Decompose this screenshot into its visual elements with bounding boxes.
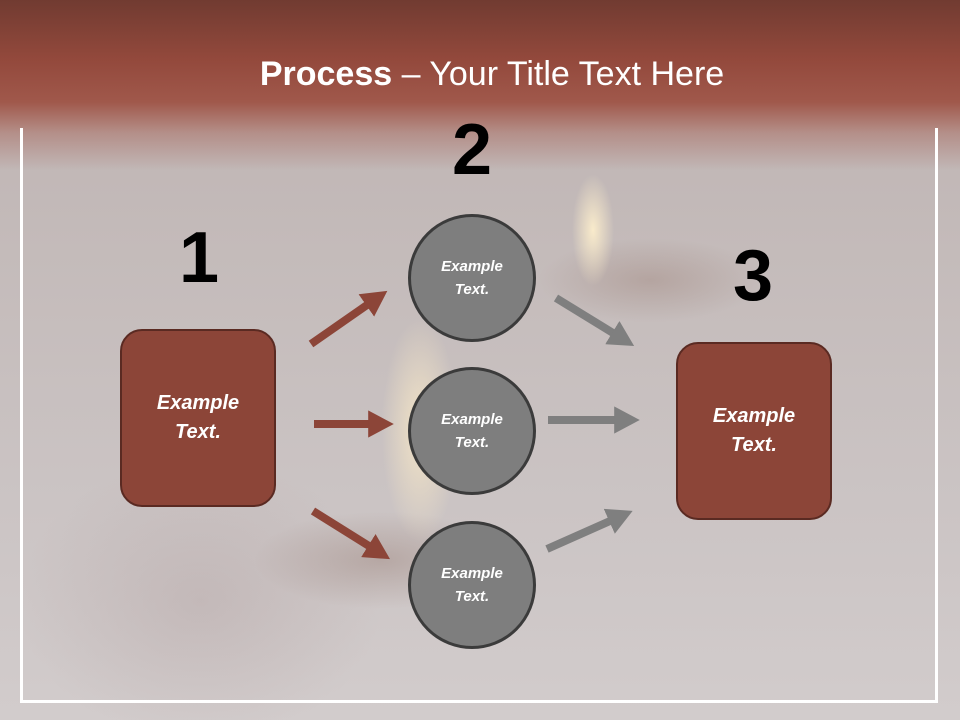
slide-frame <box>20 128 938 703</box>
header-band <box>0 0 960 170</box>
arrow-bottom-to-3 <box>545 508 633 553</box>
arrow-1-to-top <box>308 290 388 348</box>
circle-top-label: Example Text. <box>441 258 503 298</box>
step-1-number: 1 <box>178 218 220 298</box>
step-3-box: Example Text. <box>676 342 832 520</box>
arrow-1-to-bottom <box>310 507 391 560</box>
step-2-circle-top: Example Text. <box>408 214 536 342</box>
title-bold: Process <box>259 55 393 93</box>
step-2-circle-middle: Example Text. <box>408 367 536 495</box>
step-1-label: Example Text. <box>156 392 240 443</box>
circle-middle-label: Example Text. <box>441 411 503 451</box>
step-3-number: 3 <box>732 236 774 316</box>
arrow-top-to-3 <box>553 294 635 346</box>
slide-title: Process – Your Title Text Here <box>0 50 960 98</box>
title-rest: – Your Title Text Here <box>392 55 725 93</box>
step-2-circle-bottom: Example Text. <box>408 521 536 649</box>
circle-bottom-label: Example Text. <box>441 565 503 605</box>
step-2-number: 2 <box>451 110 493 190</box>
step-1-box: Example Text. <box>120 329 276 507</box>
step-3-label: Example Text. <box>712 405 796 456</box>
